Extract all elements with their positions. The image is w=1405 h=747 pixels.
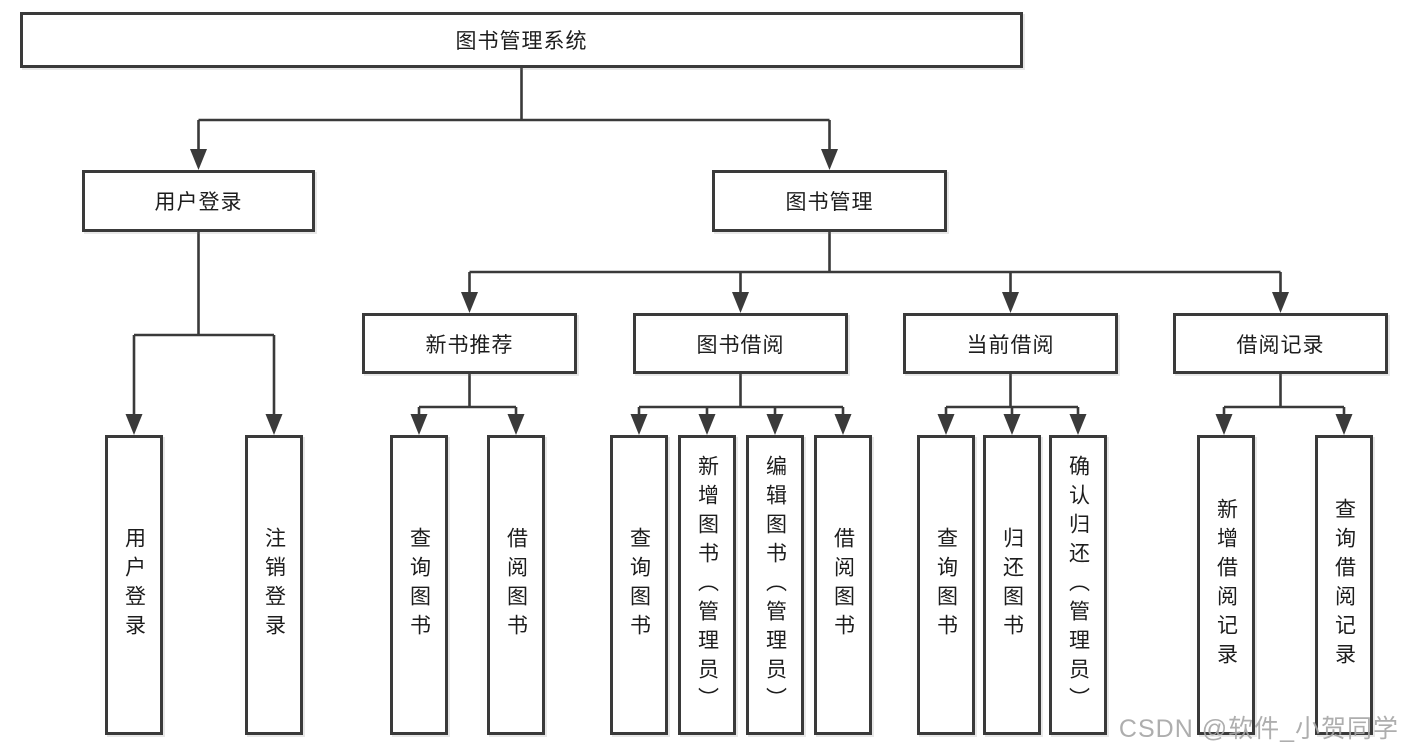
- node-label: 用户登录: [154, 191, 243, 214]
- node-borrow-books-1: 借阅图书: [487, 435, 545, 735]
- arrowhead-icon: [1215, 414, 1233, 435]
- node-return-books: 归还图书: [983, 435, 1041, 735]
- arrowhead-icon: [190, 149, 207, 170]
- node-label: 查询图书: [934, 527, 958, 643]
- arrowhead-icon: [698, 414, 716, 435]
- arrowhead-icon: [1069, 414, 1087, 435]
- node-new-book-recommend: 新书推荐: [362, 313, 577, 374]
- node-add-borrow-record: 新增借阅记录: [1197, 435, 1255, 735]
- connector-userlogin-to-leaves: [132, 232, 276, 415]
- node-label: 查询图书: [627, 527, 651, 643]
- arrowhead-icon: [834, 414, 852, 435]
- node-label: 图书管理系统: [455, 30, 588, 53]
- connector-bookmgmt-to-level3: [468, 232, 1282, 293]
- csdn-watermark: CSDN @软件_小贺同学: [1118, 715, 1399, 743]
- arrowhead-icon: [732, 292, 749, 313]
- connector-bookborrow-to-leaves: [637, 374, 845, 416]
- arrowhead-icon: [1272, 292, 1289, 313]
- node-label: 归还图书: [1000, 527, 1024, 643]
- node-query-books-1: 查询图书: [390, 435, 448, 735]
- arrowhead-icon: [461, 292, 478, 313]
- node-borrow-records: 借阅记录: [1173, 313, 1388, 374]
- arrowhead-icon: [821, 149, 838, 170]
- node-label: 用户登录: [122, 527, 146, 643]
- arrowhead-icon: [410, 414, 428, 435]
- node-label: 图书管理: [785, 191, 874, 214]
- node-label: 借阅记录: [1236, 333, 1325, 357]
- node-label: 新增借阅记录: [1214, 498, 1238, 672]
- node-label: 借阅图书: [504, 527, 528, 643]
- arrowhead-icon: [1335, 414, 1353, 435]
- node-book-borrow: 图书借阅: [633, 313, 848, 374]
- arrowhead-icon: [630, 414, 648, 435]
- connector-newbook-to-leaves: [417, 374, 518, 416]
- node-book-management: 图书管理: [712, 170, 947, 232]
- arrowhead-icon: [125, 414, 143, 435]
- node-label: 当前借阅: [966, 333, 1055, 357]
- node-label: 图书借阅: [696, 333, 785, 357]
- node-label: 注销登录: [262, 527, 286, 643]
- node-label: 编辑图书（管理员）: [763, 454, 787, 716]
- node-query-books-3: 查询图书: [917, 435, 975, 735]
- connector-records-to-leaves: [1222, 374, 1346, 416]
- node-logout-leaf: 注销登录: [245, 435, 303, 735]
- arrowhead-icon: [265, 414, 283, 435]
- node-label: 新书推荐: [425, 333, 514, 357]
- node-query-borrow-record: 查询借阅记录: [1315, 435, 1373, 735]
- arrowhead-icon: [766, 414, 784, 435]
- node-user-login-leaf: 用户登录: [105, 435, 163, 735]
- node-query-books-2: 查询图书: [610, 435, 668, 735]
- node-user-login: 用户登录: [82, 170, 315, 232]
- node-system-root: 图书管理系统: [20, 12, 1023, 68]
- connector-root-to-level2: [197, 68, 831, 150]
- node-label: 查询借阅记录: [1332, 498, 1356, 672]
- connector-currentborrow-to-leaves: [944, 374, 1080, 416]
- node-label: 新增图书（管理员）: [695, 454, 719, 716]
- node-add-books-admin: 新增图书（管理员）: [678, 435, 736, 735]
- node-label: 确认归还（管理员）: [1066, 454, 1090, 716]
- arrowhead-icon: [1003, 414, 1021, 435]
- node-edit-books-admin: 编辑图书（管理员）: [746, 435, 804, 735]
- arrowhead-icon: [1002, 292, 1019, 313]
- node-label: 借阅图书: [831, 527, 855, 643]
- arrowhead-icon: [507, 414, 525, 435]
- node-label: 查询图书: [407, 527, 431, 643]
- node-current-borrow: 当前借阅: [903, 313, 1118, 374]
- node-confirm-return-admin: 确认归还（管理员）: [1049, 435, 1107, 735]
- arrowhead-icon: [937, 414, 955, 435]
- node-borrow-books-2: 借阅图书: [814, 435, 872, 735]
